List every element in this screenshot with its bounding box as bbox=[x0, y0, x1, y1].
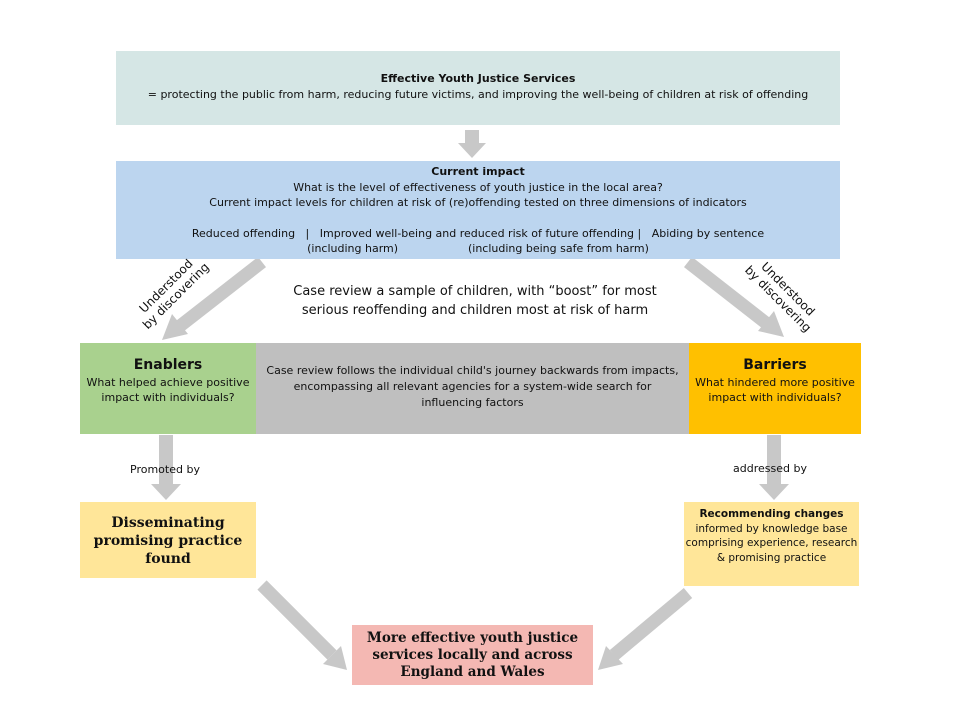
effective-services-text: = protecting the public from harm, reduc… bbox=[147, 88, 809, 101]
arrow-left-diag bbox=[176, 256, 266, 332]
barriers-text: What hindered more positive impact with … bbox=[695, 376, 855, 404]
addressed-by-label: addressed by bbox=[733, 462, 807, 475]
barriers-title: Barriers bbox=[743, 357, 807, 373]
recommending-text: informed by knowledge base comprising ex… bbox=[685, 522, 858, 564]
outcome-box: More effective youth justice services lo… bbox=[352, 625, 593, 685]
impact-dimensions-sub: (including harm) (including being safe f… bbox=[307, 242, 649, 255]
arrow-right-diag bbox=[683, 256, 771, 329]
arrow-left-diag-head bbox=[162, 314, 188, 340]
current-impact-box: Current impact What is the level of effe… bbox=[116, 161, 840, 259]
impact-dimensions: Reduced offending | Improved well-being … bbox=[191, 226, 765, 240]
current-impact-description: Current impact levels for children at ri… bbox=[209, 196, 747, 209]
current-impact-question: What is the level of effectiveness of yo… bbox=[293, 180, 663, 194]
case-review-text: Case review a sample of children, with “… bbox=[293, 284, 657, 318]
effective-services-box: Effective Youth Justice Services = prote… bbox=[116, 51, 840, 125]
recommending-box: Recommending changes informed by knowled… bbox=[684, 502, 859, 586]
promoted-by-label: Promoted by bbox=[130, 463, 200, 476]
arrow-right-diag-head bbox=[758, 311, 784, 337]
arrow-barriers-down bbox=[759, 435, 789, 500]
arrow-dissem-final-head bbox=[323, 646, 347, 670]
current-impact-title: Current impact bbox=[431, 165, 525, 178]
arrow-recommend-final-head bbox=[598, 646, 623, 670]
arrow-top-down bbox=[458, 130, 486, 158]
arrow-dissem-final bbox=[257, 580, 337, 660]
case-review-method-box: Case review follows the individual child… bbox=[256, 343, 689, 434]
barriers-box: Barriers What hindered more positive imp… bbox=[689, 343, 861, 434]
arrow-recommend-final bbox=[609, 588, 693, 660]
effective-services-title: Effective Youth Justice Services bbox=[380, 72, 576, 85]
arrow-enablers-down bbox=[151, 435, 181, 500]
disseminating-box: Disseminating promising practice found bbox=[80, 502, 256, 578]
enablers-text: What helped achieve positive impact with… bbox=[86, 376, 250, 404]
recommending-title: Recommending changes bbox=[699, 508, 844, 520]
enablers-title: Enablers bbox=[133, 357, 203, 373]
enablers-box: Enablers What helped achieve positive im… bbox=[80, 343, 256, 434]
